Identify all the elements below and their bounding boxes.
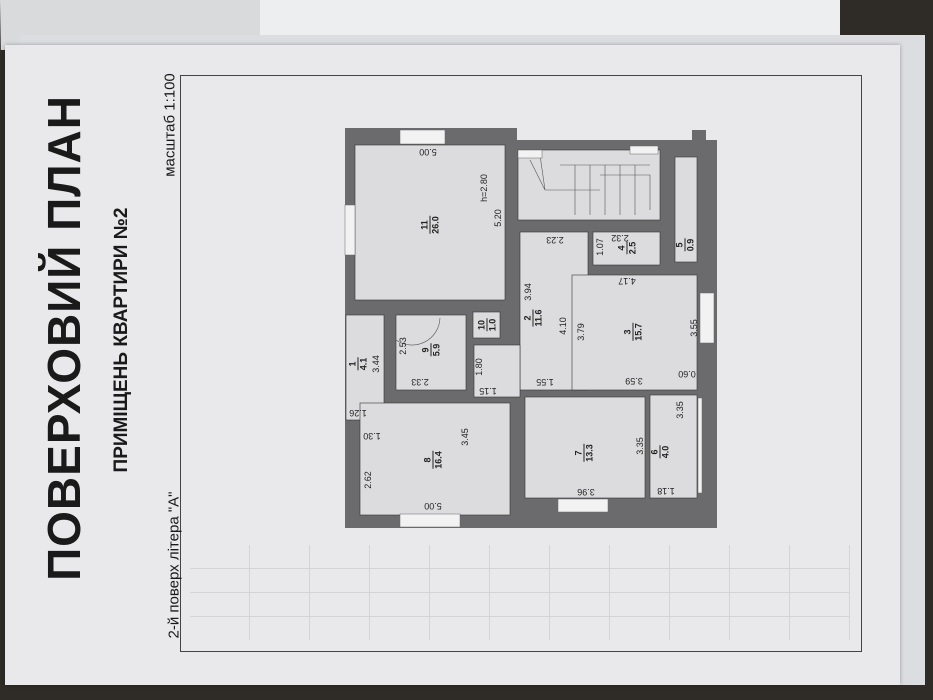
room-10 (472, 311, 501, 339)
faint-table-bleedthrough (190, 545, 850, 640)
dimension: 5.00 (419, 147, 437, 157)
background-paper (260, 0, 840, 40)
dimension: 1.26 (349, 408, 367, 418)
corridor (473, 344, 521, 398)
dimension: 1.55 (536, 377, 554, 387)
dimension: 3.44 (371, 355, 381, 373)
drawing-frame (180, 75, 862, 652)
dimension: 2.62 (363, 471, 373, 489)
dimension: 2.53 (398, 337, 408, 355)
room-8 (359, 402, 511, 516)
room-5 (674, 156, 698, 263)
dimension: 3.59 (625, 376, 643, 386)
dimension: 3.35 (675, 401, 685, 419)
ceiling-height: h=2.80 (479, 174, 489, 202)
dimension: 3.35 (635, 437, 645, 455)
room-1 (345, 314, 385, 421)
dimension: 4.10 (558, 317, 568, 335)
dimension: 2.33 (411, 377, 429, 387)
dimension: 4.17 (618, 276, 636, 286)
room-3 (571, 274, 698, 391)
dimension: 1.18 (657, 486, 675, 496)
dimension: 3.79 (576, 323, 586, 341)
dimension: 5.00 (424, 501, 442, 511)
stair (517, 149, 661, 221)
dimension: 3.55 (689, 319, 699, 337)
room-4 (592, 231, 661, 266)
dimension: 3.45 (460, 428, 470, 446)
dimension: 1.15 (479, 386, 497, 396)
room-7 (524, 396, 646, 499)
room-9 (395, 314, 467, 391)
dimension: 0.60 (678, 369, 696, 379)
room-11 (354, 144, 506, 301)
room-6 (649, 394, 698, 499)
dimension: 3.96 (577, 487, 595, 497)
dimension: 1.07 (595, 238, 605, 256)
dimension: 5.20 (493, 209, 503, 227)
dimension: 2.23 (546, 235, 564, 245)
dimension: 1.30 (363, 431, 381, 441)
dimension: 2.32 (611, 233, 629, 243)
dimension: 1.80 (474, 358, 484, 376)
dimension: 3.94 (523, 283, 533, 301)
